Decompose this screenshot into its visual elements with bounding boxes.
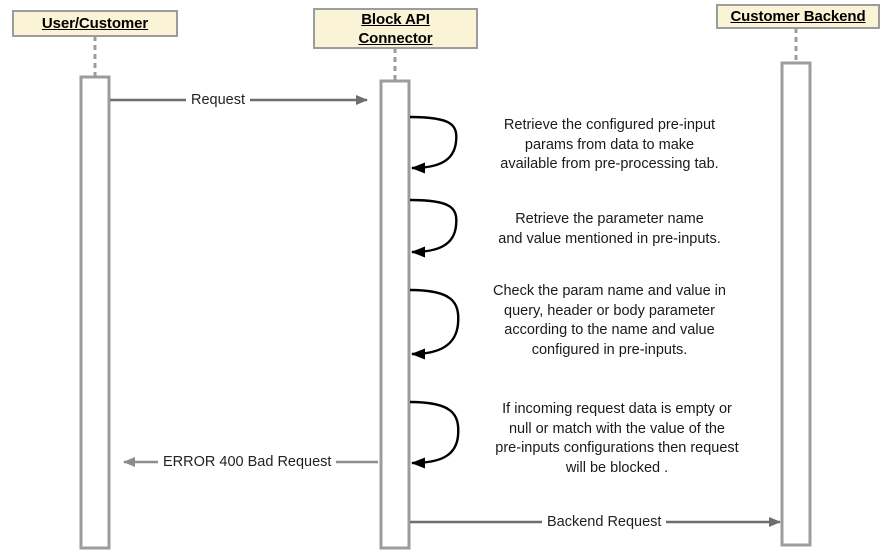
message-label-error-400: ERROR 400 Bad Request [158, 454, 337, 470]
participant-label-user: User/Customer [41, 15, 149, 32]
activation-bar-user [79, 75, 111, 550]
self-message-arc-4 [409, 400, 460, 469]
activation-bars [79, 61, 812, 550]
message-label-request: Request [186, 92, 251, 108]
message-label-self-4: If incoming request data is empty or nul… [495, 401, 739, 476]
participant-header-block-api[interactable]: Block API Connector [313, 8, 478, 49]
participant-label-backend: Customer Backend [730, 8, 866, 25]
message-label-self-2: Retrieve the parameter name and value me… [498, 211, 721, 247]
message-label-self-3: Check the param name and value in query,… [493, 283, 726, 358]
self-message-arc-3 [409, 288, 460, 360]
message-label-self-1: Retrieve the configured pre-input params… [500, 117, 719, 172]
self-message-arc-2 [409, 198, 458, 258]
message-label-backend-request: Backend Request [542, 514, 667, 530]
self-message-arc-1 [409, 115, 458, 174]
participant-label-block-api: Block API Connector [358, 10, 433, 47]
participant-header-user[interactable]: User/Customer [12, 10, 178, 37]
activation-bar-backend [780, 61, 812, 547]
lifeline-stems [93, 28, 798, 81]
participant-header-backend[interactable]: Customer Backend [716, 4, 880, 29]
activation-bar-block-api [379, 79, 411, 550]
